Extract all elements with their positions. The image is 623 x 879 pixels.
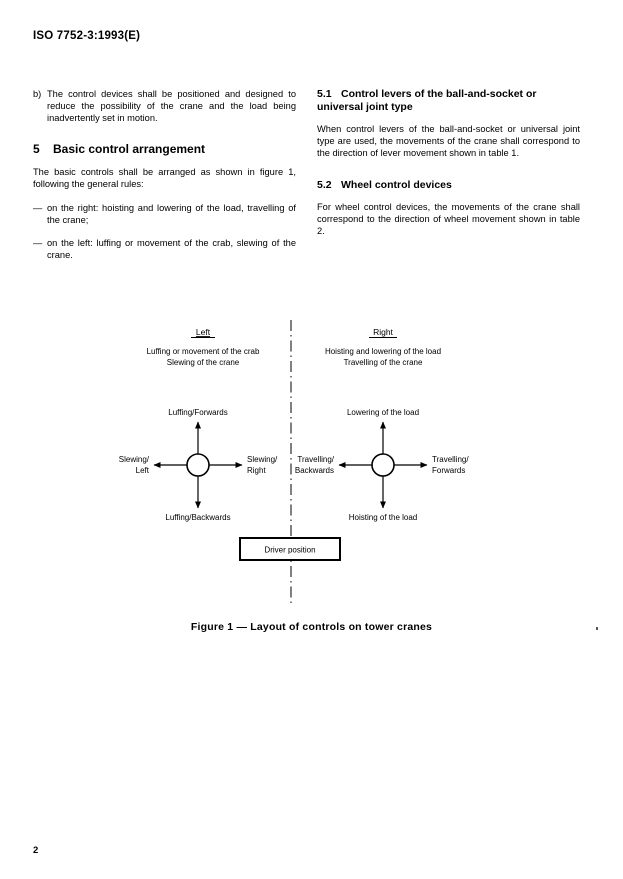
- right-control-group: Right Hoisting and lowering of the load …: [295, 327, 470, 522]
- left-arrow-down-label: Luffing/Backwards: [165, 513, 230, 522]
- right-text-column: 5.1 Control levers of the ball-and-socke…: [317, 88, 580, 238]
- right-arrow-right-label-line2: Forwards: [432, 466, 465, 475]
- driver-position-box-outline: [239, 537, 341, 561]
- heading-section-5-2: 5.2 Wheel control devices: [317, 179, 580, 192]
- right-arrow-right-label-line1: Travelling/: [432, 455, 469, 464]
- driver-position-label: Driver position: [264, 546, 315, 555]
- right-control-circle: [371, 453, 395, 477]
- right-group-subtitle-line1: Hoisting and lowering of the load: [325, 347, 441, 356]
- section-5-bullet-left-text: on the left: luffing or movement of the …: [47, 237, 296, 261]
- section-5-bullet-right-text: on the right: hoisting and lowering of t…: [47, 202, 296, 225]
- section-5-bullet-right: — on the right: hoisting and lowering of…: [33, 202, 296, 226]
- left-arrow-up-label: Luffing/Forwards: [168, 408, 227, 417]
- right-group-subtitle-line2: Travelling of the crane: [344, 358, 423, 367]
- driver-position-box: Driver position: [239, 537, 341, 561]
- figure-1-diagram: Left Luffing or movement of the crab Sle…: [0, 300, 623, 650]
- section-5-bullet-left-marker: —: [33, 237, 43, 248]
- heading-section-5-1-title: Control levers of the ball-and-socket or…: [317, 88, 537, 113]
- heading-section-5-2-number: 5.2: [317, 179, 338, 192]
- document-header: ISO 7752-3:1993(E): [33, 30, 141, 42]
- section-5-1-body: When control levers of the ball-and-sock…: [317, 123, 580, 158]
- figure-1-caption: Figure 1 — Layout of controls on tower c…: [190, 621, 433, 633]
- left-control-circle: [186, 453, 210, 477]
- left-control-group: Left Luffing or movement of the crab Sle…: [119, 327, 278, 522]
- figure-1-svg: Left Luffing or movement of the crab Sle…: [119, 320, 470, 605]
- left-group-subtitle-line1: Luffing or movement of the crab: [147, 347, 260, 356]
- left-text-column: b) The control devices shall be position…: [33, 88, 296, 272]
- page-number: 2: [33, 845, 39, 856]
- left-arrow-right-label-line2: Right: [247, 466, 266, 475]
- section-5-bullet-right-marker: —: [33, 202, 43, 213]
- right-arrow-up-label: Lowering of the load: [347, 408, 419, 417]
- section-5-bullet-left: — on the left: luffing or movement of th…: [33, 237, 296, 261]
- right-group-heading: Right: [373, 327, 393, 337]
- left-arrow-right-label-line1: Slewing/: [247, 455, 278, 464]
- heading-section-5-2-title: Wheel control devices: [341, 179, 452, 192]
- heading-section-5: 5 Basic control arrangement: [33, 142, 296, 157]
- right-arrow-left-label-line1: Travelling/: [297, 455, 334, 464]
- left-arrow-left-label-line2: Left: [136, 466, 150, 475]
- left-group-heading: Left: [196, 327, 211, 337]
- heading-section-5-number: 5: [33, 141, 47, 156]
- right-arrow-down-label: Hoisting of the load: [349, 513, 418, 522]
- right-arrow-left-label-line2: Backwards: [295, 466, 334, 475]
- clause-item-b-marker: b): [33, 89, 42, 99]
- left-arrow-left-label-line1: Slewing/: [119, 455, 150, 464]
- heading-section-5-1: 5.1 Control levers of the ball-and-socke…: [317, 88, 580, 114]
- clause-item-b: b) The control devices shall be position…: [33, 88, 296, 125]
- clause-item-b-text: The control devices shall be positioned …: [47, 89, 296, 124]
- heading-section-5-1-number: 5.1: [317, 88, 338, 100]
- section-5-2-body: For wheel control devices, the movements…: [317, 202, 580, 237]
- section-5-intro: The basic controls shall be arranged as …: [33, 167, 296, 190]
- left-group-subtitle-line2: Slewing of the crane: [167, 358, 240, 367]
- heading-section-5-title: Basic control arrangement: [53, 141, 206, 156]
- scan-artifact-speck: [596, 627, 598, 630]
